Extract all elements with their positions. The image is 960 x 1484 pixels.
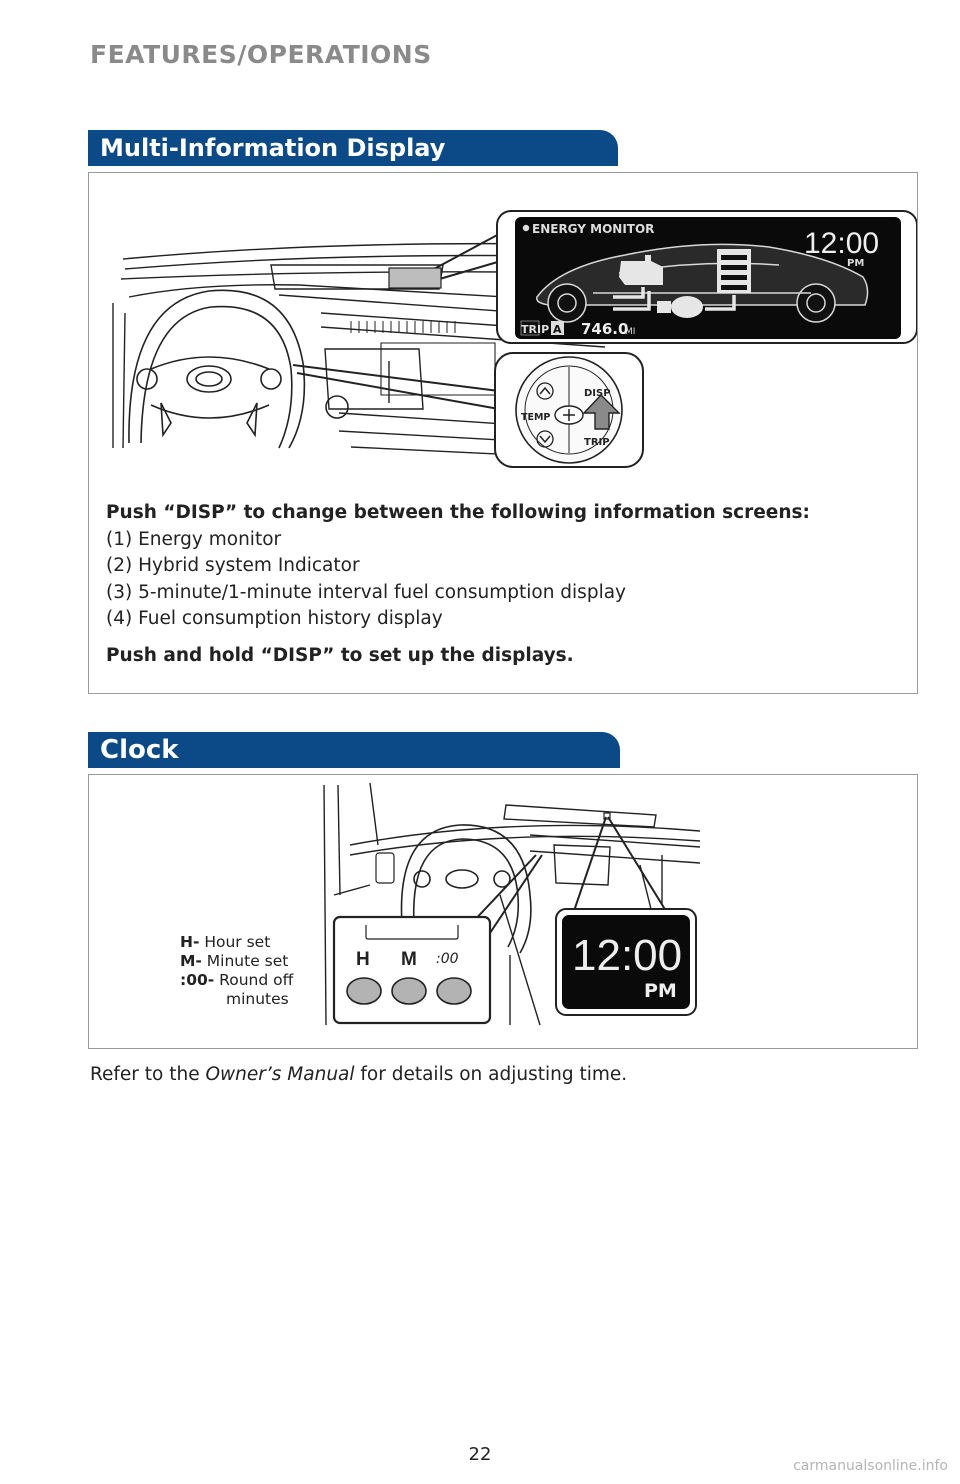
legend-item-round-off-cont: minutes: [226, 990, 289, 1008]
push-arrow-icon: [582, 393, 621, 430]
disp-button-label: DISP: [584, 388, 611, 399]
minute-button-label: M: [401, 949, 417, 970]
clock-panel: [88, 774, 918, 1049]
info-item: (4) Fuel consumption history display: [106, 608, 443, 629]
multi-info-illustration: ENERGY MONITOR 12:00 PM: [112, 210, 917, 468]
legend-item-round-off: :00- Round off: [180, 971, 294, 989]
side-vent-icon: [375, 852, 395, 884]
clock-display-time: 12:00: [572, 931, 682, 980]
steering-wheel-icon: [400, 824, 532, 954]
clock-button-legend: H- Hour set M- Minute set :00- Round off…: [180, 933, 293, 1009]
screen-mode-label: ENERGY MONITOR: [532, 222, 654, 236]
callout-lines: [292, 232, 502, 410]
prius-car-icon: [536, 243, 869, 323]
info-item: (3) 5-minute/1-minute interval fuel cons…: [106, 581, 626, 603]
legend-item-minute: M- Minute set: [180, 952, 289, 970]
screen-odometer: 746.0: [581, 320, 628, 338]
multi-info-instructions: Push “DISP” to change between the follow…: [106, 500, 810, 669]
clock-location-marker: [603, 812, 611, 820]
disp-intro-text: Push “DISP” to change between the follow…: [106, 502, 810, 523]
multi-info-title: Multi-Information Display: [100, 134, 446, 162]
battery-icon: [717, 249, 751, 293]
multi-info-screen: ENERGY MONITOR 12:00 PM: [496, 210, 917, 344]
hour-button: [346, 977, 382, 1005]
section-title: FEATURES/OPERATIONS: [90, 40, 432, 69]
minute-button: [391, 977, 427, 1005]
owners-manual-reference: Refer to the Owner’s Manual for details …: [90, 1064, 628, 1085]
screen-trip-label: TRIP: [521, 323, 549, 336]
info-item: (2) Hybrid system Indicator: [106, 555, 360, 576]
round-off-button: [436, 977, 472, 1005]
legend-item-hour: H- Hour set: [180, 933, 271, 951]
multi-info-title-tab: Multi-Information Display: [88, 130, 618, 166]
clock-title-tab: Clock: [88, 732, 620, 768]
watermark: carmanualsonline.info: [793, 1458, 948, 1474]
screen-ampm: PM: [847, 258, 864, 269]
hour-button-label: H: [356, 949, 370, 970]
trip-button-label: TRIP: [584, 437, 610, 448]
display-location-marker: [388, 267, 442, 289]
dash-vent-slats: [350, 321, 456, 333]
down-button-icon: [536, 430, 554, 448]
clock-title: Clock: [100, 735, 179, 765]
clock-button-panel: H M :00: [332, 915, 492, 1025]
up-button-icon: [536, 382, 554, 400]
page-number: 22: [468, 1444, 492, 1465]
callout-lines: [469, 816, 667, 940]
disp-hold-note: Push and hold “DISP” to set up the displ…: [106, 644, 574, 666]
clock-illustration: H M :00 12:00 PM: [323, 782, 701, 1026]
energy-flow-arrows: [613, 287, 736, 311]
screen-time: 12:00: [804, 227, 879, 260]
round-off-button-label: :00: [436, 951, 459, 967]
cockpit-lineart: [323, 782, 701, 1026]
screen-trip-letter: A: [553, 323, 562, 336]
multi-info-panel: [88, 172, 918, 694]
mode-bullet-icon: [522, 224, 530, 232]
engine-icon: [619, 255, 663, 285]
temp-button-label: TEMP: [521, 412, 550, 423]
clock-display-callout: 12:00 PM: [555, 908, 697, 1016]
steering-switch-callout: TEMP DISP TRIP: [494, 352, 644, 468]
screen-unit: MI: [625, 327, 635, 337]
steering-wheel-icon: [128, 289, 349, 449]
clock-display-ampm: PM: [644, 980, 677, 1002]
info-item: (1) Energy monitor: [106, 528, 282, 550]
motor-icon: [657, 296, 703, 318]
owners-manual-title: Owner’s Manual: [205, 1064, 355, 1085]
